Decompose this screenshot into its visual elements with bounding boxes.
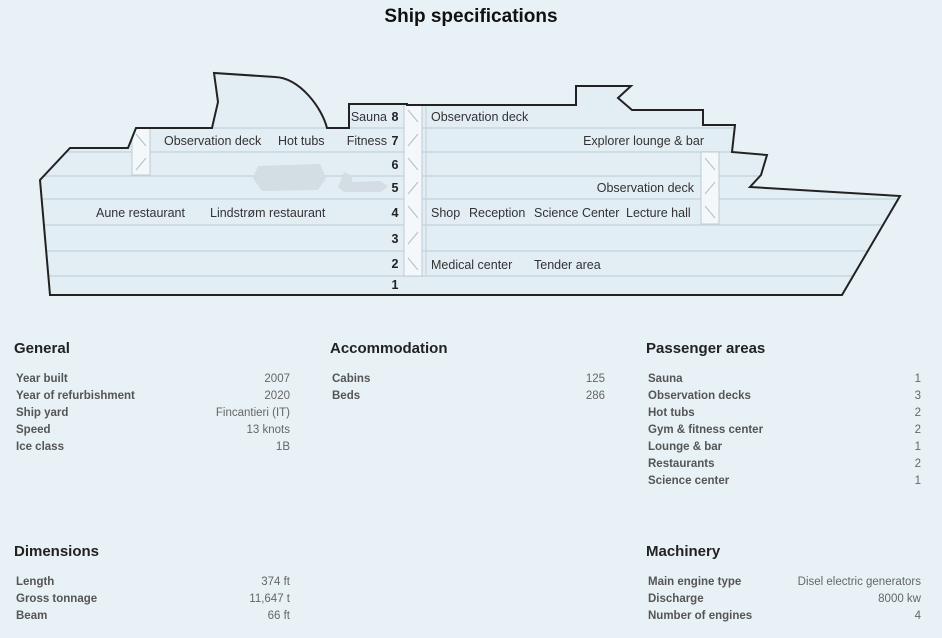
section-heading: Accommodation [330, 340, 448, 357]
section-heading: Dimensions [14, 543, 100, 560]
spec-value: 2020 [264, 390, 290, 402]
deck-number-2: 2 [392, 257, 399, 271]
deck-label-shop: Shop [431, 206, 460, 220]
spec-row: Beam 66 ft [14, 608, 290, 625]
spec-label: Year built [16, 373, 68, 385]
lifeboat-icon [253, 164, 326, 191]
spec-row: Beds 286 [330, 388, 605, 405]
section-heading: Machinery [646, 543, 721, 560]
section-general: General Year built 2007 Year of refurbish… [14, 340, 290, 456]
spec-label: Beam [16, 610, 48, 622]
deck-label-lindstrom-restaurant: Lindstrøm restaurant [210, 206, 326, 220]
spec-label: Ship yard [16, 407, 69, 419]
spec-label: Discharge [648, 593, 704, 605]
deck-number-1: 1 [392, 278, 399, 292]
spec-row: Main engine type Disel electric generator… [646, 574, 921, 591]
spec-value: 374 ft [261, 576, 290, 588]
spec-label: Lounge & bar [648, 441, 723, 453]
spec-label: Science center [648, 475, 730, 487]
deck-label-reception: Reception [469, 206, 525, 220]
spec-row: Speed 13 knots [14, 422, 290, 439]
section-dimensions: Dimensions Length 374 ft Gross tonnage 11,… [14, 543, 290, 625]
spec-value: Disel electric generators [797, 576, 921, 588]
section-heading: Passenger areas [646, 340, 766, 357]
section-passenger-areas: Passenger areas Sauna 1 Observation decks… [646, 340, 921, 490]
spec-value: 3 [914, 390, 921, 402]
spec-value: 286 [585, 390, 605, 402]
spec-row: Ship yard Fincantieri (IT) [14, 405, 290, 422]
spec-value: 2007 [264, 373, 290, 385]
spec-value: 1 [914, 441, 921, 453]
spec-label: Observation decks [648, 390, 751, 402]
spec-row: Year of refurbishment 2020 [14, 388, 290, 405]
page-title: Ship specifications [384, 6, 558, 27]
spec-label: Ice class [16, 441, 64, 453]
deck-label-fitness: Fitness [347, 134, 387, 148]
deck-label-tender-area: Tender area [534, 258, 601, 272]
deck-label-observation-deck: Observation deck [431, 110, 529, 124]
spec-row: Science center 1 [646, 473, 921, 490]
spec-value: 1 [914, 373, 921, 385]
spec-label: Gross tonnage [16, 593, 98, 605]
ship-deck-diagram: 8 7 6 5 4 3 2 1 Sauna Observation deck O… [38, 71, 902, 296]
deck-label-science-center: Science Center [534, 206, 619, 220]
section-accommodation: Accommodation Cabins 125 Beds 286 [330, 340, 605, 405]
spec-label: Year of refurbishment [16, 390, 135, 402]
deck-label-observation-deck: Observation deck [164, 134, 262, 148]
spec-row: Number of engines 4 [646, 608, 921, 625]
spec-label: Sauna [648, 373, 683, 385]
spec-label: Restaurants [648, 458, 715, 470]
spec-value: 125 [585, 373, 605, 385]
spec-label: Gym & fitness center [648, 424, 764, 436]
spec-value: 2 [914, 407, 921, 419]
spec-row: Year built 2007 [14, 371, 290, 388]
deck-label-observation-deck: Observation deck [597, 181, 695, 195]
deck-number-7: 7 [392, 134, 399, 148]
spec-value: 13 knots [246, 424, 290, 436]
deck-number-3: 3 [392, 232, 399, 246]
spec-value: 1 [914, 475, 921, 487]
spec-value: 4 [914, 610, 921, 622]
spec-value: 11,647 t [249, 593, 290, 605]
spec-label: Speed [16, 424, 51, 436]
spec-label: Length [16, 576, 55, 588]
deck-number-4: 4 [392, 206, 399, 220]
deck-label-aune-restaurant: Aune restaurant [96, 206, 185, 220]
spec-label: Number of engines [648, 610, 753, 622]
section-heading: General [14, 340, 70, 357]
deck-number-6: 6 [392, 158, 399, 172]
deck-label-hot-tubs: Hot tubs [278, 134, 325, 148]
tender-boat-icon [338, 172, 388, 192]
deck-number-8: 8 [392, 110, 399, 124]
spec-row: Observation decks 3 [646, 388, 921, 405]
spec-value: 66 ft [267, 610, 290, 622]
deck-number-5: 5 [392, 181, 399, 195]
spec-value: 1B [275, 441, 290, 453]
spec-value: Fincantieri (IT) [215, 407, 290, 419]
spec-row: Sauna 1 [646, 371, 921, 388]
spec-value: 2 [914, 424, 921, 436]
spec-row: Gym & fitness center 2 [646, 422, 921, 439]
spec-row: Restaurants 2 [646, 456, 921, 473]
spec-row: Lounge & bar 1 [646, 439, 921, 456]
spec-row: Cabins 125 [330, 371, 605, 388]
spec-label: Main engine type [648, 576, 742, 588]
ship-hull-outline [38, 71, 902, 296]
section-machinery: Machinery Main engine type Disel electric… [646, 543, 921, 625]
spec-row: Gross tonnage 11,647 t [14, 591, 290, 608]
deck-label-lecture-hall: Lecture hall [626, 206, 691, 220]
spec-row: Hot tubs 2 [646, 405, 921, 422]
spec-row: Ice class 1B [14, 439, 290, 456]
spec-row: Length 374 ft [14, 574, 290, 591]
spec-label: Hot tubs [648, 407, 695, 419]
deck-label-sauna: Sauna [351, 110, 387, 124]
spec-label: Beds [332, 390, 361, 402]
spec-label: Cabins [332, 373, 371, 385]
spec-value: 8000 kw [878, 593, 921, 605]
deck-label-medical-center: Medical center [431, 258, 512, 272]
spec-row: Discharge 8000 kw [646, 591, 921, 608]
deck-label-explorer-lounge: Explorer lounge & bar [583, 134, 704, 148]
spec-value: 2 [914, 458, 921, 470]
